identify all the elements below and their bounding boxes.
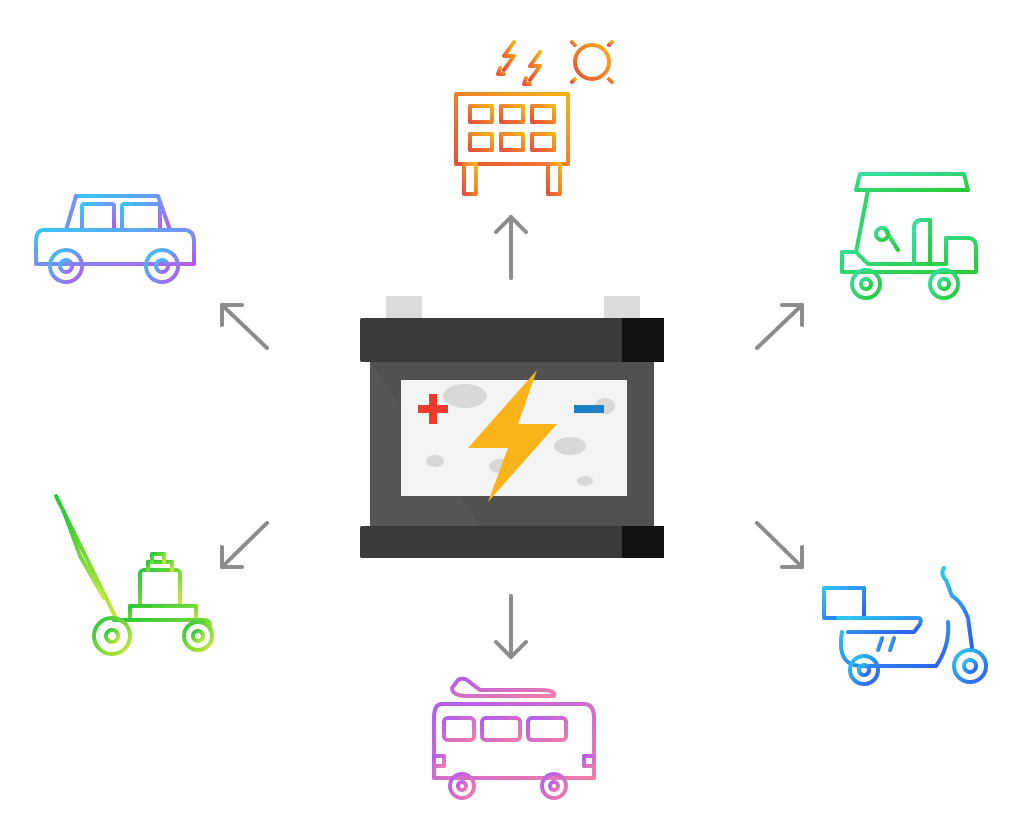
lawn-mower-icon [44, 490, 220, 662]
arrow-up [494, 215, 528, 280]
minus-symbol [574, 405, 604, 413]
arrow-up-right [755, 303, 804, 350]
golf-cart-icon [836, 168, 980, 308]
arrow-down [494, 594, 528, 659]
plus-symbol [418, 394, 448, 424]
camper-van-icon [428, 674, 600, 806]
lightning-bolt [468, 370, 557, 502]
arrow-down-left [220, 521, 269, 569]
arrow-up-left [220, 303, 269, 350]
car-icon [30, 186, 200, 288]
car-battery-icon [360, 296, 664, 558]
arrow-down-right [755, 521, 804, 569]
delivery-scooter-icon [818, 566, 994, 690]
solar-panel-icon [448, 22, 628, 198]
